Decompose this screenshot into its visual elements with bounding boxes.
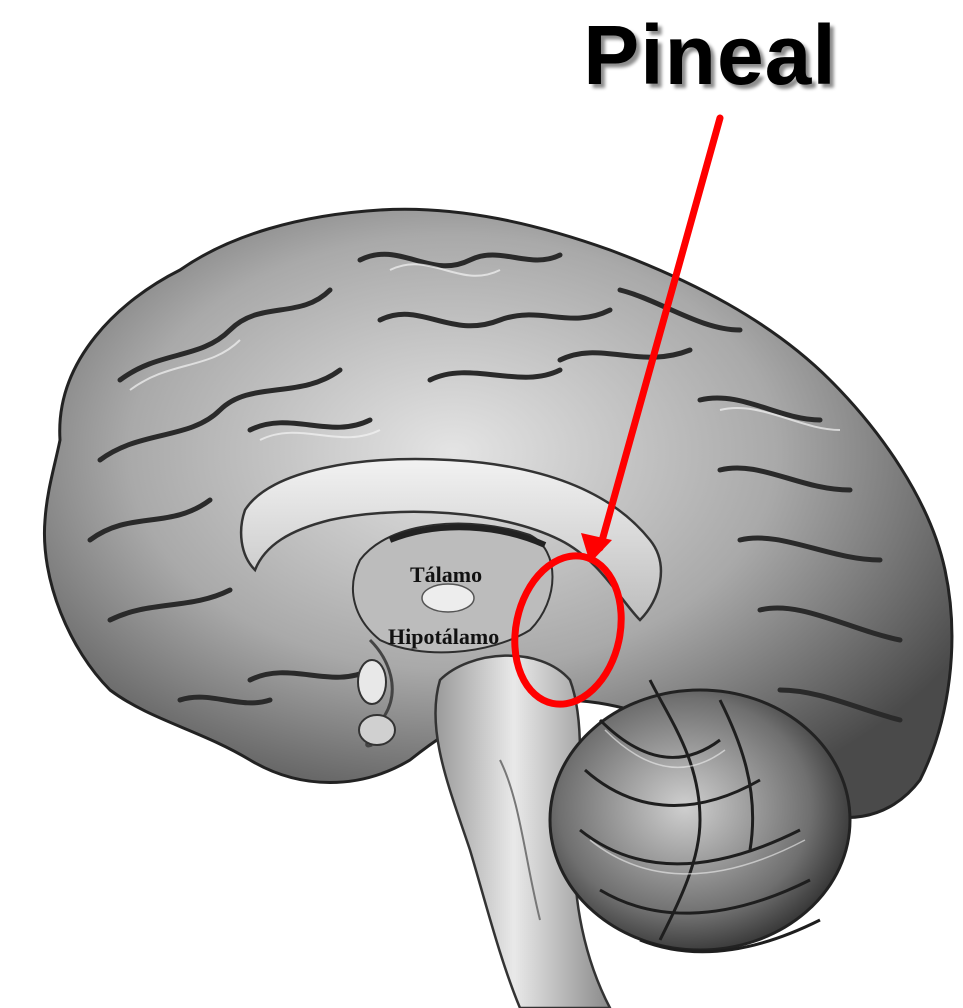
label-talamo: Tálamo (410, 562, 482, 588)
pineal-title: Pineal (560, 10, 860, 100)
label-hipotalamo: Hipotálamo (388, 624, 499, 650)
